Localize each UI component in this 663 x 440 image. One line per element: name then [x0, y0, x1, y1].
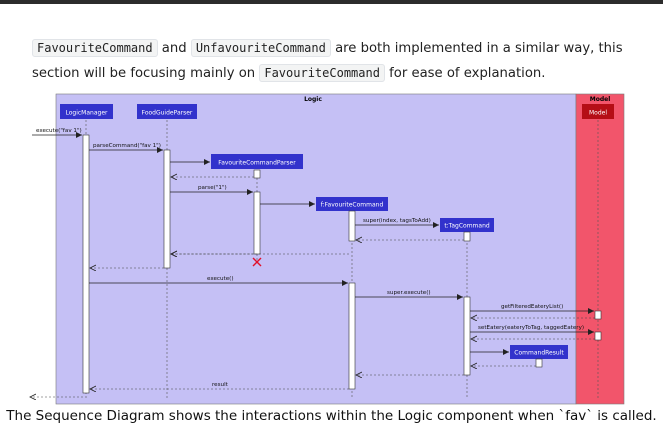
participant-fav-parser-label: FavouriteCommandParser: [218, 160, 296, 167]
participant-command-result-label: CommandResult: [514, 350, 564, 357]
top-bar: [0, 0, 663, 4]
participant-logic-manager-label: LogicManager: [66, 110, 109, 117]
label-execute-fav: execute("fav 1"): [36, 128, 82, 134]
participant-fav-parser: [211, 154, 303, 169]
activation-logic-manager: [82, 134, 90, 394]
intro-and: and: [161, 41, 187, 56]
activation-model-1: [594, 310, 602, 320]
destroy-mark: [252, 257, 262, 267]
activation-tag-command-2: [463, 296, 471, 376]
label-super-execute: super.execute(): [387, 290, 431, 296]
label-result: result: [212, 382, 229, 388]
code-favourite-command: FavouriteCommand: [32, 39, 158, 57]
logic-frame-label: Logic: [304, 96, 322, 103]
label-super-index: super(index, tagsToAdd): [363, 218, 431, 224]
activation-command-result: [535, 358, 543, 368]
logic-frame: [55, 93, 577, 405]
participant-parser-label: FoodGuideParser: [142, 110, 193, 117]
label-parse-command: parseCommand("fav 1"): [93, 143, 161, 149]
activation-fav-parser-2: [253, 191, 261, 255]
model-frame-label: Model: [590, 96, 611, 103]
figure-caption: The Sequence Diagram shows the interacti…: [6, 408, 657, 424]
label-set-eatery: setEatery(eateryToTag, taggedEatery): [478, 325, 584, 331]
activation-fav-parser-1: [253, 169, 261, 179]
participant-model-label: Model: [589, 110, 607, 117]
activation-tag-command-1: [463, 231, 471, 242]
activation-model-2: [594, 331, 602, 341]
label-parse: parse("1"): [198, 185, 227, 191]
intro-middle-text: are both implemented in a similar way, t…: [32, 41, 623, 81]
label-get-filtered: getFilteredEateryList(): [501, 304, 563, 310]
participant-fav-command: [316, 197, 388, 211]
label-execute: execute(): [207, 276, 234, 282]
participant-parser: [137, 104, 197, 119]
code-unfavourite-command: UnfavouriteCommand: [190, 39, 331, 57]
intro-end-text: for ease of explanation.: [389, 66, 546, 81]
activation-fav-command-2: [348, 282, 356, 390]
code-favourite-command-2: FavouriteCommand: [259, 64, 385, 82]
activation-fav-command-1: [348, 210, 356, 242]
participant-fav-command-label: f:FavouriteCommand: [321, 202, 384, 209]
participant-tag-command-label: t:TagCommand: [444, 223, 490, 230]
participant-tag-command: [440, 218, 494, 232]
intro-paragraph: FavouriteCommand and UnfavouriteCommand …: [32, 36, 632, 86]
participant-model: [582, 104, 614, 119]
participant-logic-manager: [60, 104, 113, 119]
activation-parser: [163, 149, 171, 269]
model-frame: [575, 93, 625, 405]
participant-command-result: [510, 345, 568, 359]
